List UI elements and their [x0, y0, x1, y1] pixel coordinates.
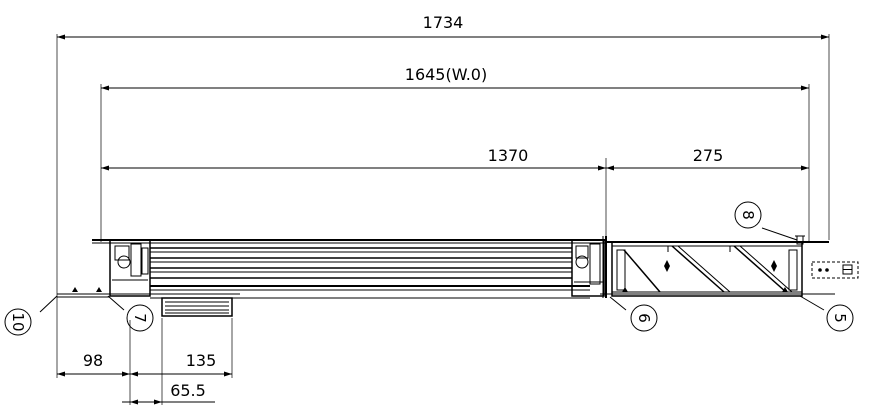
dimension-sections: 1370 275 — [101, 146, 809, 242]
callout-7-label: 7 — [131, 313, 149, 323]
callout-10: 10 — [4, 295, 58, 336]
dimension-bottom-middle-label: 135 — [186, 351, 217, 370]
terminal-block — [811, 261, 859, 279]
fixture-lamp-housing — [92, 236, 607, 299]
callout-5-label: 5 — [831, 313, 849, 323]
ceiling-line — [57, 293, 835, 298]
dimension-width-opening-label: 1645(W.0) — [405, 65, 487, 84]
dimension-right-section-label: 275 — [693, 146, 724, 165]
dimension-overall-label: 1734 — [423, 13, 464, 32]
fixture-ballast-box — [606, 235, 829, 297]
callout-8: 8 — [734, 201, 798, 241]
callout-6: 6 — [609, 296, 658, 332]
callout-6-label: 6 — [635, 313, 653, 323]
callout-5: 5 — [799, 295, 854, 332]
dimension-bottom-left-label: 98 — [83, 351, 103, 370]
dimension-bottom: 98 135 65.5 — [56, 298, 233, 405]
ceiling-details — [72, 287, 788, 292]
callout-10-label: 10 — [9, 312, 27, 331]
callout-8-label: 8 — [739, 210, 757, 220]
dimension-left-section-label: 1370 — [488, 146, 529, 165]
callout-7: 7 — [107, 295, 154, 332]
dimension-bottom-offset-label: 65.5 — [170, 381, 206, 400]
return-air-grille — [161, 297, 233, 317]
dimension-width-opening: 1645(W.0) — [100, 65, 810, 242]
dimension-overall: 1734 — [56, 13, 830, 298]
